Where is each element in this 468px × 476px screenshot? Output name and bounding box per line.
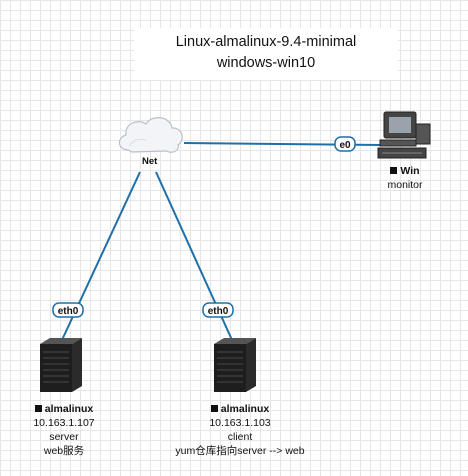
server-icon[interactable] (214, 338, 256, 392)
port-label-client: eth0 (208, 306, 229, 317)
server-name-line: almalinux (4, 402, 124, 416)
port-badge-client: eth0 (202, 302, 234, 318)
server-ip: 10.163.1.107 (33, 417, 95, 429)
client-note: yum仓库指向server --> web (175, 445, 305, 457)
client-name-line: almalinux (150, 402, 330, 416)
client-role: client (227, 431, 253, 443)
port-badge-server: eth0 (52, 302, 84, 318)
title-line-2: windows-win10 (216, 55, 316, 71)
node-marker-icon (34, 405, 42, 412)
monitor-role: monitor (387, 179, 423, 191)
node-marker-icon (390, 167, 398, 174)
monitor-name: Win (400, 165, 420, 177)
node-marker-icon (210, 405, 218, 412)
client-ip: 10.163.1.103 (209, 417, 271, 429)
cloud-icon[interactable] (118, 117, 183, 153)
server-name: almalinux (44, 403, 94, 415)
port-badge-monitor: e0 (334, 136, 356, 152)
title-line-1: Linux-almalinux-9.4-minimal (175, 34, 357, 50)
server-role: server (49, 431, 79, 443)
computer-icon[interactable] (377, 111, 431, 159)
title-box: Linux-almalinux-9.4-minimal windows-win1… (134, 28, 398, 80)
monitor-label: Win monitor (360, 164, 450, 192)
client-name: almalinux (220, 403, 270, 415)
server-note: web服务 (43, 445, 85, 457)
port-label-server: eth0 (58, 306, 79, 317)
monitor-name-line: Win (360, 164, 450, 178)
client-label: almalinux 10.163.1.103 client yum仓库指向ser… (150, 402, 330, 458)
port-label-monitor: e0 (339, 140, 351, 151)
server-icon[interactable] (40, 338, 82, 392)
server-label: almalinux 10.163.1.107 server web服务 (4, 402, 124, 458)
cloud-label: Net (142, 156, 158, 167)
